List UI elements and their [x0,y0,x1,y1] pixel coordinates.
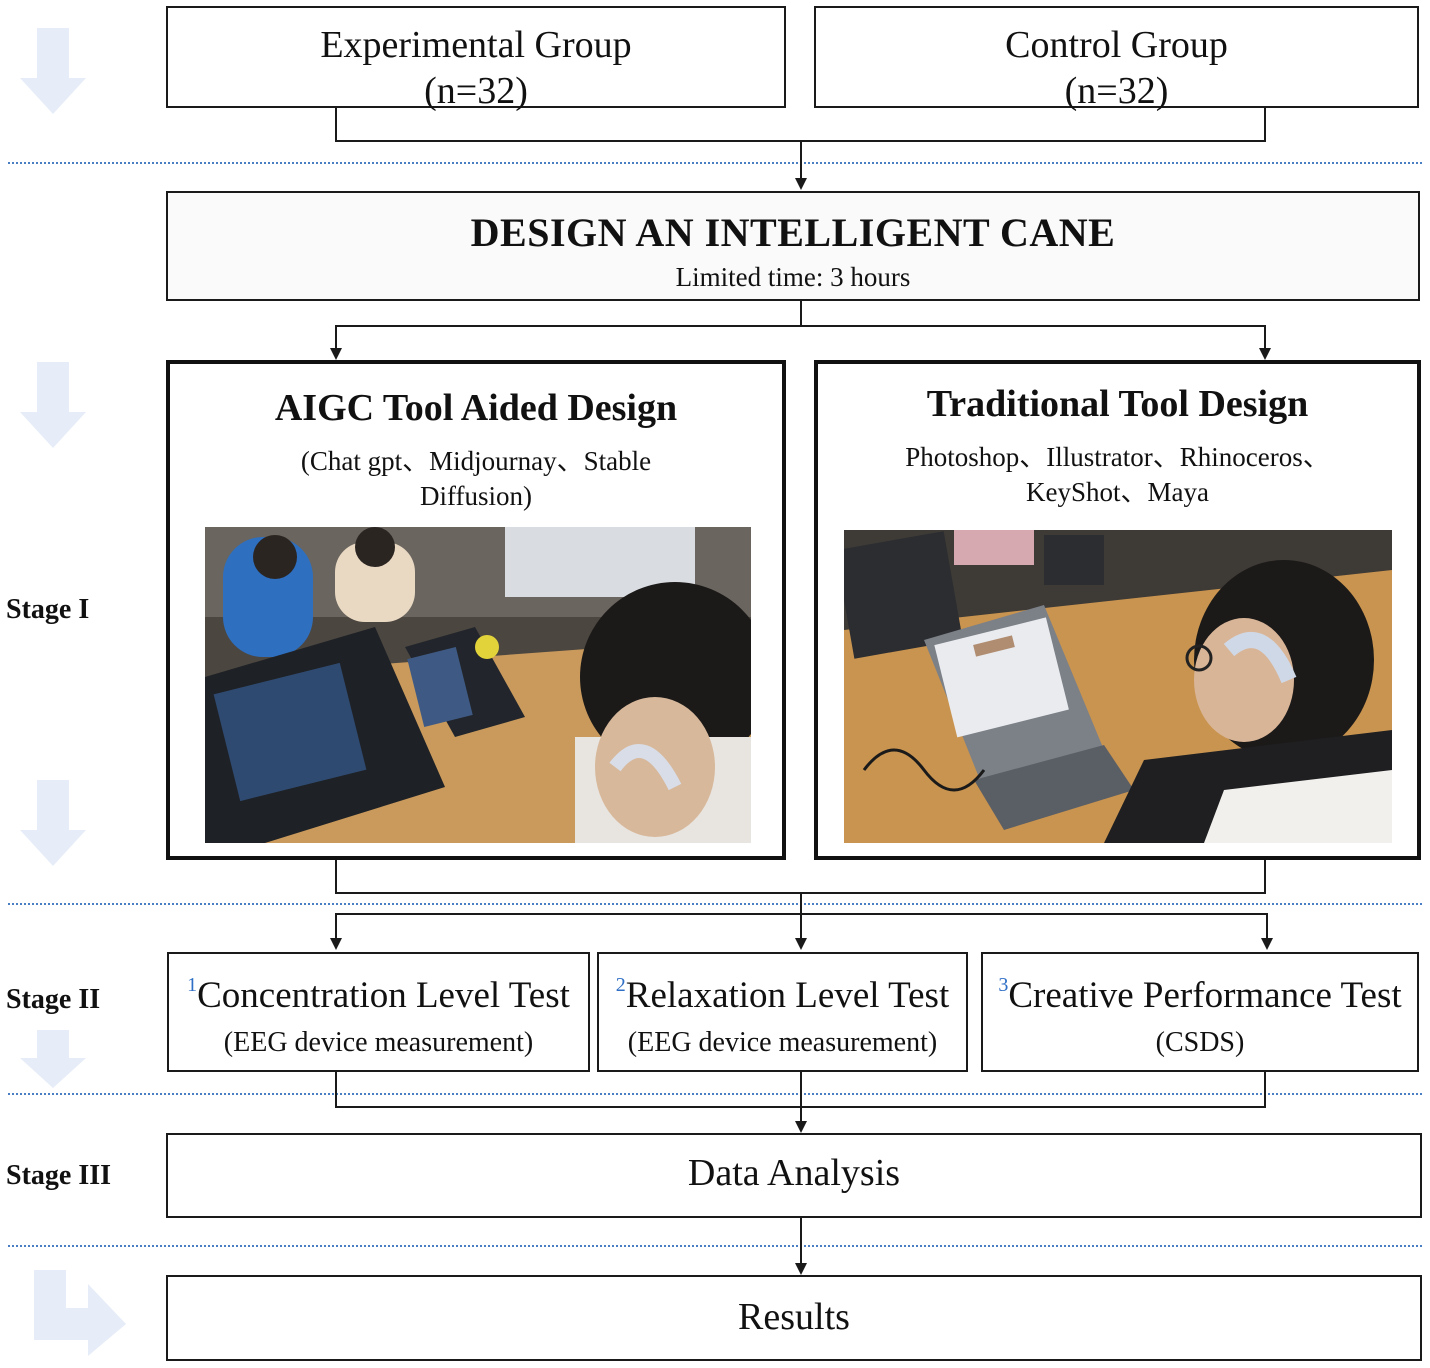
divider-line [8,1245,1422,1247]
test-method: (EEG device measurement) [223,1027,534,1058]
arrowhead-icon [330,938,342,950]
connector-line [1264,325,1266,349]
data-analysis-label: Data Analysis [687,1152,901,1194]
stage-label-2: Stage II [6,984,101,1015]
arrowhead-icon [330,348,342,360]
relaxation-test-box: 2Relaxation Level Test (EEG device measu… [597,952,968,1072]
down-arrow-icon [20,362,86,448]
connector-line [335,325,337,349]
connector-line [800,140,802,180]
test-number: 2 [615,974,626,996]
connector-line [335,1072,337,1108]
aigc-session-photo [205,527,751,843]
divider-line [8,903,1422,905]
task-time-limit: Limited time: 3 hours [675,262,911,292]
arrowhead-icon [1261,938,1273,950]
arrowhead-icon [795,1263,807,1275]
connector-line [1266,913,1268,940]
connector-line [335,913,337,940]
traditional-session-photo [844,530,1392,843]
divider-line [8,162,1422,164]
traditional-tools-list-cont: KeyShot、Maya [1026,477,1209,507]
connector-line [335,860,337,894]
connector-line [800,1072,802,1122]
connector-line [800,892,802,940]
connector-line [1264,860,1266,894]
control-group-label: Control Group [1005,24,1228,66]
connector-line [800,301,802,327]
connector-line [1264,1072,1266,1108]
down-arrow-icon [20,1030,86,1088]
creative-test-box: 3Creative Performance Test (CSDS) [981,952,1419,1072]
connector-line [335,325,1266,327]
test-number: 3 [998,974,1009,996]
test-title: Creative Performance Test [1008,975,1402,1016]
stage-label-3: Stage III [6,1160,112,1191]
test-method: (EEG device measurement) [627,1027,938,1058]
control-group-box: Control Group (n=32) [814,6,1419,112]
results-label: Results [738,1296,850,1338]
divider-line [8,1093,1422,1095]
control-group-size: (n=32) [1064,70,1169,112]
arrowhead-icon [795,178,807,190]
turn-right-arrow-icon [34,1270,126,1356]
aigc-tools-list-cont: Diffusion) [420,481,532,511]
data-analysis-box: Data Analysis [166,1133,1422,1218]
connector-line [800,1218,802,1264]
experimental-group-size: (n=32) [424,70,528,112]
arrowhead-icon [795,938,807,950]
test-title: Relaxation Level Test [625,975,950,1016]
aigc-condition-title: AIGC Tool Aided Design [274,387,678,429]
traditional-condition-title: Traditional Tool Design [926,383,1309,425]
test-number: 1 [187,974,198,996]
test-title: Concentration Level Test [197,975,570,1016]
arrowhead-icon [1259,348,1271,360]
concentration-test-box: 1Concentration Level Test (EEG device me… [167,952,590,1072]
down-arrow-icon [20,28,86,114]
down-arrow-icon [20,780,86,866]
experimental-group-box: Experimental Group (n=32) [166,6,786,112]
traditional-tools-list: Photoshop、Illustrator、Rhinoceros、 [905,442,1330,472]
connector-line [335,108,337,142]
experimental-group-label: Experimental Group [320,24,632,66]
stage-label-1: Stage I [6,594,90,625]
connector-line [1264,108,1266,142]
task-box: DESIGN AN INTELLIGENT CANE Limited time:… [166,191,1420,301]
task-title: DESIGN AN INTELLIGENT CANE [470,210,1116,255]
arrowhead-icon [795,1121,807,1133]
aigc-tools-list: (Chat gpt、Midjournay、Stable [300,446,652,476]
test-method: (CSDS) [1155,1027,1245,1058]
results-box: Results [166,1275,1422,1361]
